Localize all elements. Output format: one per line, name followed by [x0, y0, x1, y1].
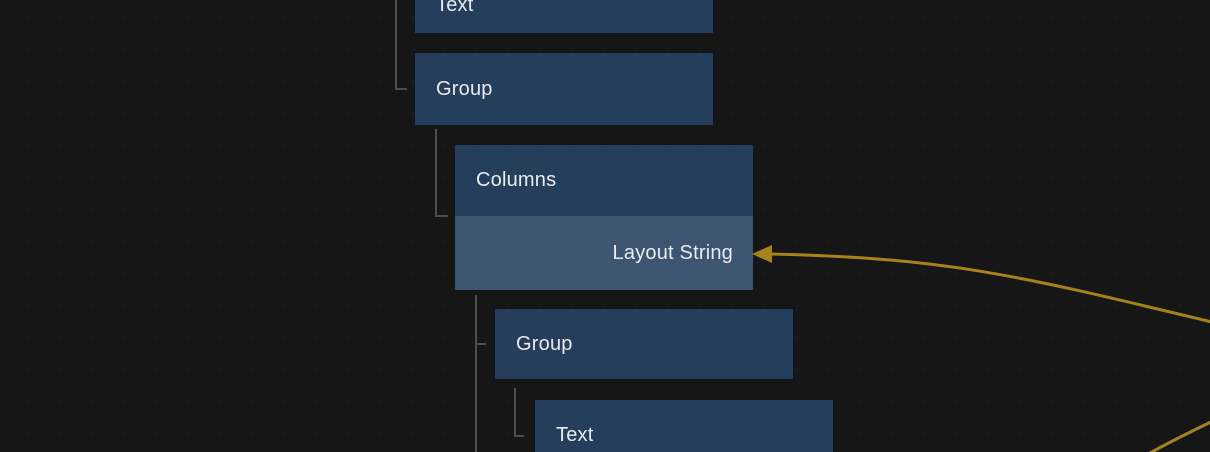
node-label: Text: [556, 424, 594, 446]
node-label: Group: [516, 332, 573, 355]
node-label: Group: [436, 77, 493, 100]
node-label: Text: [436, 0, 474, 16]
tree-connector-text-bottom: [514, 388, 524, 437]
port-label: Layout String: [612, 241, 733, 264]
input-port-layout-string[interactable]: Layout String: [455, 216, 753, 290]
tree-node-text-top[interactable]: Text: [415, 0, 713, 33]
tree-node-columns[interactable]: Columns Layout String: [455, 145, 753, 290]
tree-node-group-2[interactable]: Group: [495, 309, 793, 379]
connection-arrowhead-icon: [752, 245, 772, 263]
tree-connector-group-1: [395, 0, 407, 90]
tree-connector-columns: [435, 129, 448, 217]
connection-wire-bottom-right[interactable]: [1149, 420, 1210, 452]
tree-connector-group-2: [475, 295, 486, 452]
connection-wire-layout-string[interactable]: [769, 252, 1210, 324]
node-title-row[interactable]: Columns: [455, 145, 753, 216]
tree-node-group-1[interactable]: Group: [415, 53, 713, 125]
node-label: Columns: [476, 169, 557, 191]
tree-node-text-bottom[interactable]: Text: [535, 400, 833, 452]
